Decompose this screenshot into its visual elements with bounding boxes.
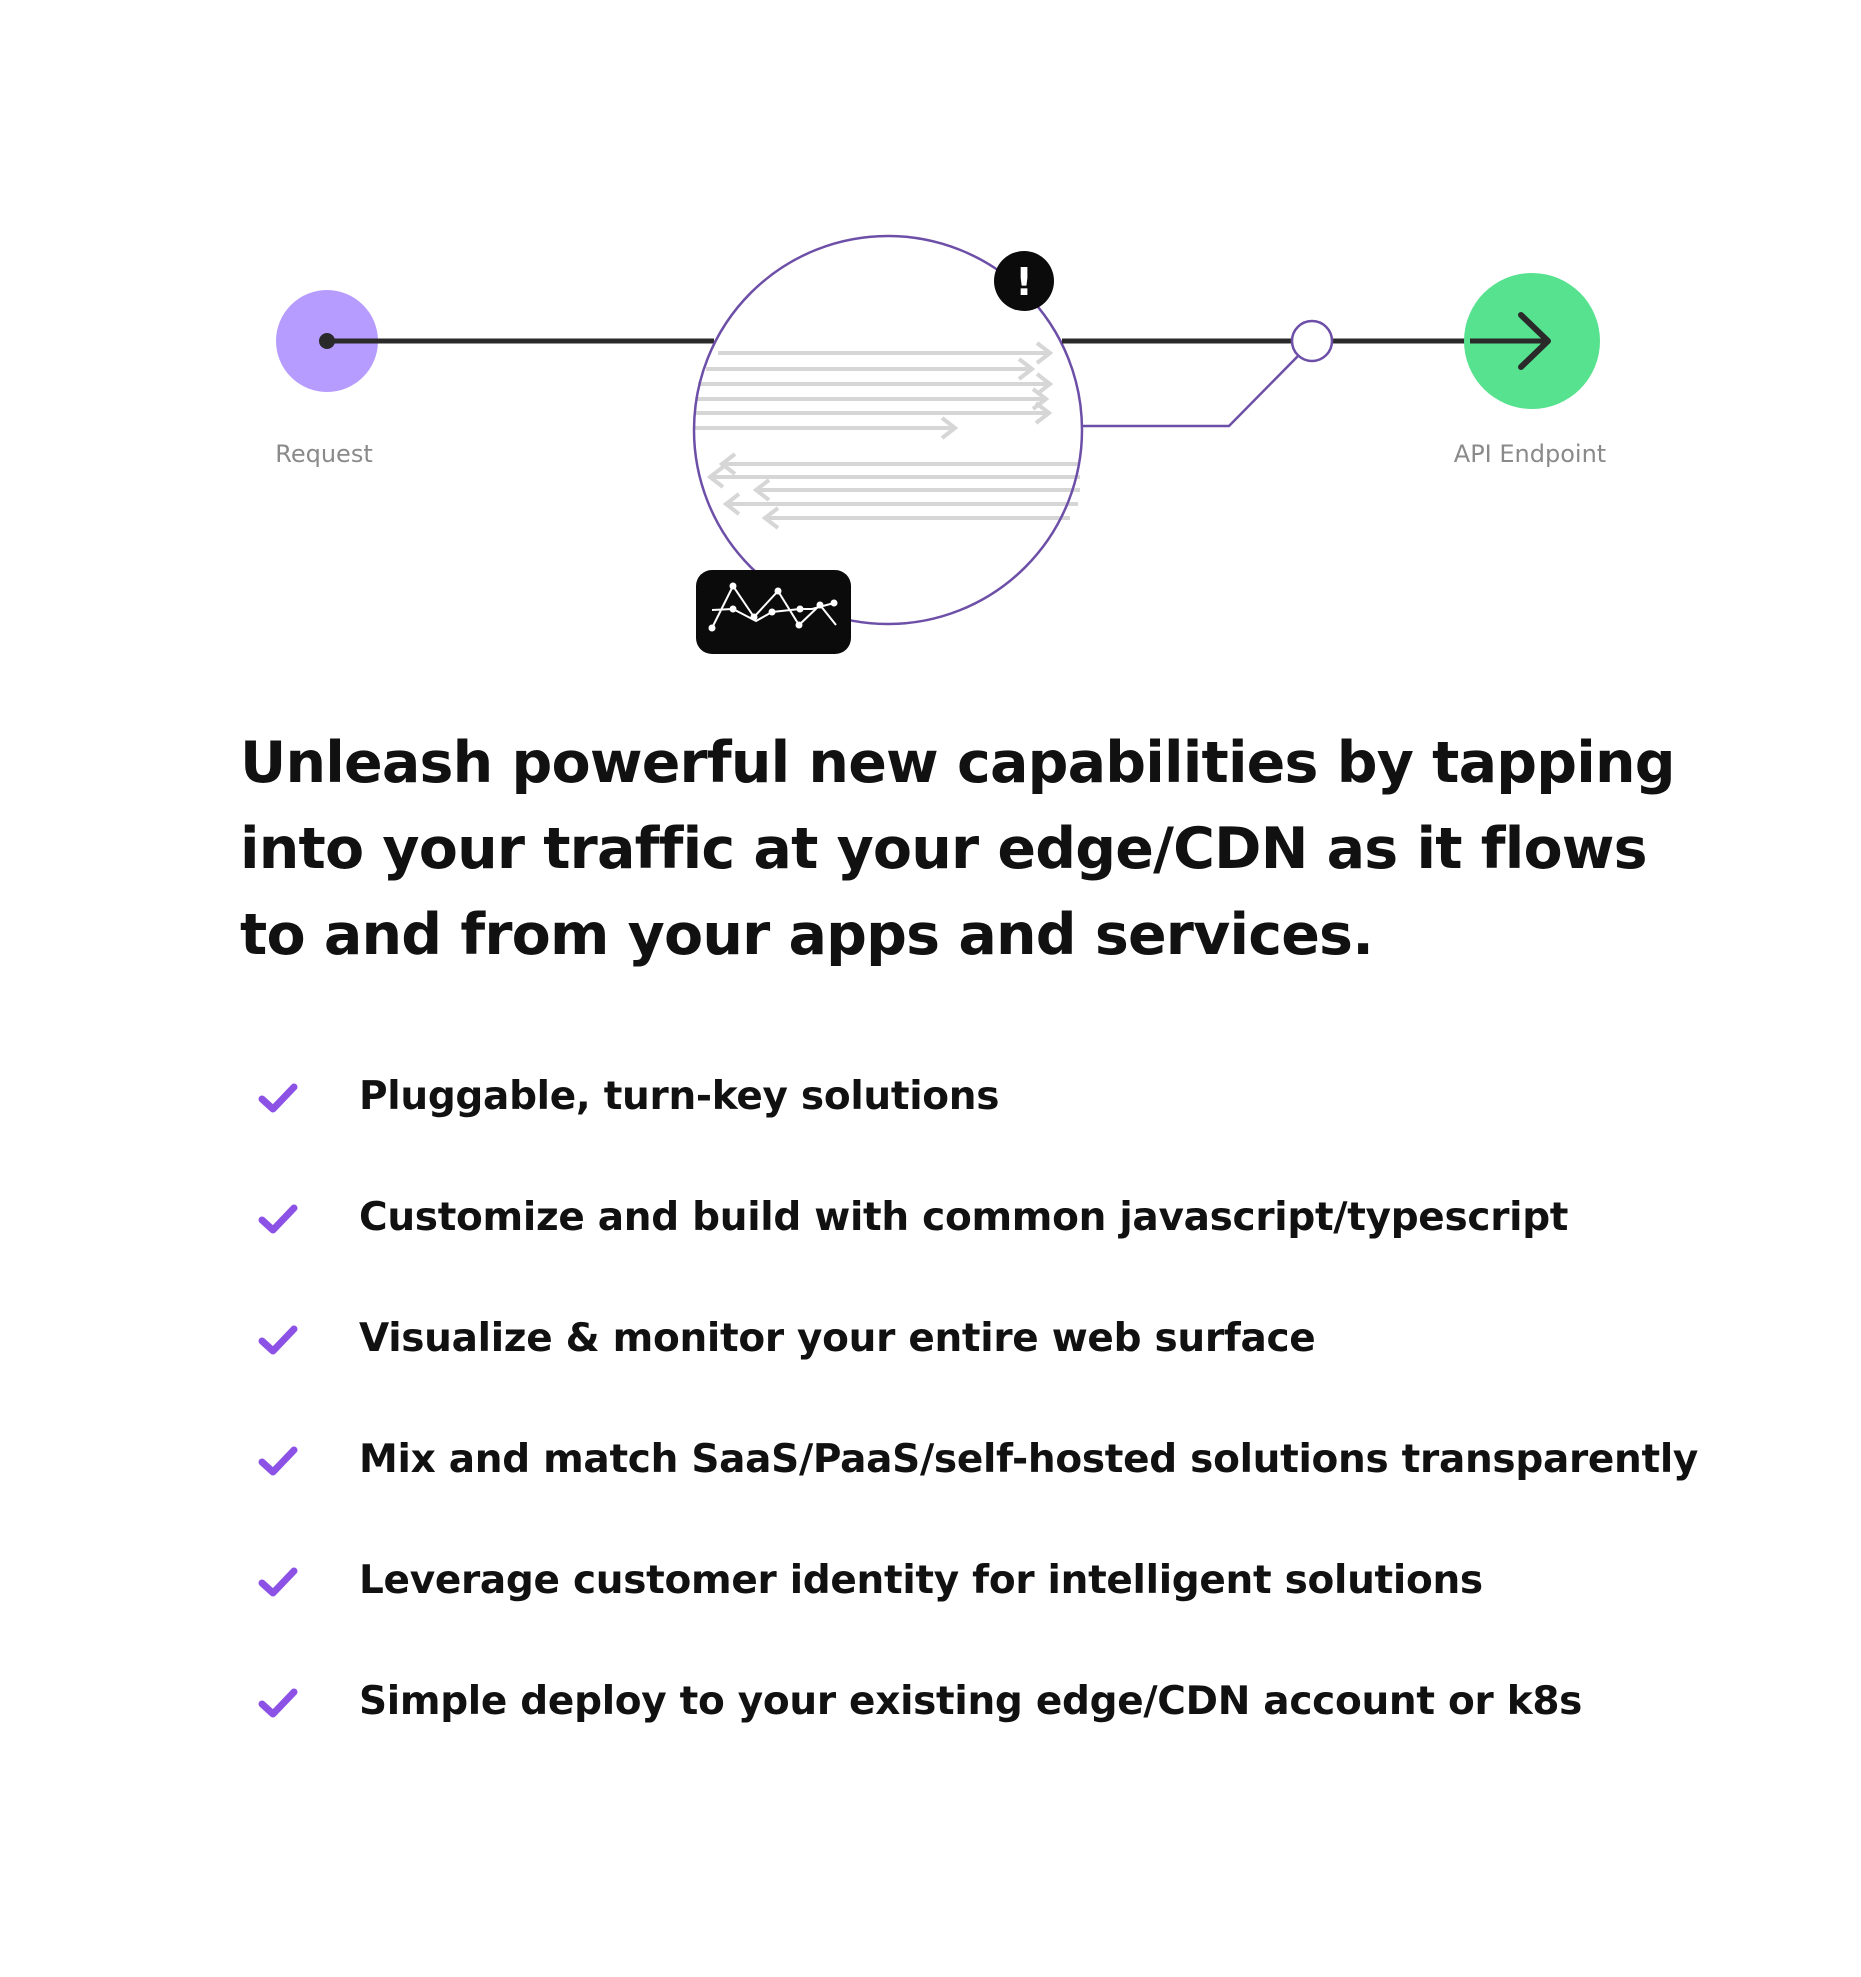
line-chart-icon xyxy=(696,570,851,654)
check-icon xyxy=(258,1204,298,1234)
feature-item: Pluggable, turn-key solutions xyxy=(240,1061,1740,1182)
request-label: Request xyxy=(275,440,373,468)
check-icon xyxy=(258,1325,298,1355)
check-icon xyxy=(258,1688,298,1718)
check-icon xyxy=(258,1567,298,1597)
feature-item: Mix and match SaaS/PaaS/self-hosted solu… xyxy=(240,1424,1740,1545)
feature-item: Simple deploy to your existing edge/CDN … xyxy=(240,1666,1740,1787)
feature-label: Simple deploy to your existing edge/CDN … xyxy=(359,1679,1583,1724)
feature-item: Visualize & monitor your entire web surf… xyxy=(240,1303,1740,1424)
outgoing-traffic-lines xyxy=(695,341,1054,440)
feature-list: Pluggable, turn-key solutions Customize … xyxy=(240,1061,1740,1787)
alert-glyph: ! xyxy=(1015,260,1032,304)
branch-line xyxy=(1082,355,1299,428)
alert-icon: ! xyxy=(994,251,1054,311)
feature-item: Leverage customer identity for intellige… xyxy=(240,1545,1740,1666)
request-dot-icon xyxy=(319,333,335,349)
feature-label: Mix and match SaaS/PaaS/self-hosted solu… xyxy=(359,1437,1699,1482)
endpoint-label: API Endpoint xyxy=(1454,440,1606,468)
feature-label: Pluggable, turn-key solutions xyxy=(359,1074,1000,1119)
processing-ring xyxy=(692,234,1084,626)
traffic-flow-diagram: ! Request API Endpoint xyxy=(275,234,1606,654)
incoming-traffic-lines xyxy=(706,452,1080,530)
feature-label: Customize and build with common javascri… xyxy=(359,1195,1569,1240)
arrow-right-icon xyxy=(1470,312,1551,370)
check-icon xyxy=(258,1446,298,1476)
feature-item: Customize and build with common javascri… xyxy=(240,1182,1740,1303)
feature-label: Visualize & monitor your entire web surf… xyxy=(359,1316,1316,1361)
feature-label: Leverage customer identity for intellige… xyxy=(359,1558,1483,1603)
headline: Unleash powerful new capabilities by tap… xyxy=(240,730,1676,968)
check-icon xyxy=(258,1083,298,1113)
junction-node-icon xyxy=(1290,319,1334,363)
